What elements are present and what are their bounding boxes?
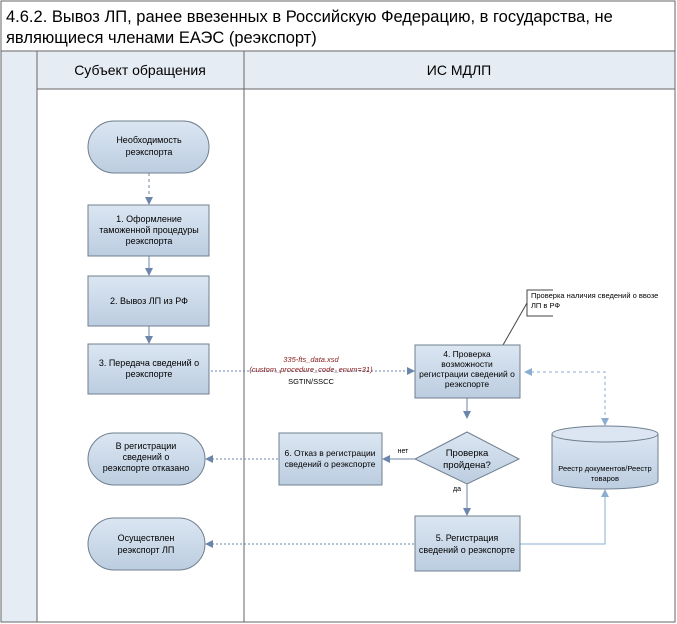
title-box — [0, 0, 676, 52]
registry-cylinder-top — [551, 425, 659, 443]
lane-title-left: Субъект обращения — [74, 62, 206, 78]
annotation-line-1: Проверка наличия сведений о ввозе — [531, 291, 658, 300]
step4-line-3: регистрации сведений о — [419, 369, 515, 379]
node-end-done: Осуществлен реэкспорт ЛП — [87, 517, 206, 571]
step1-line-1: 1. Оформление — [116, 214, 182, 224]
branch-label-no: нет — [398, 448, 410, 455]
step4-line-1: 4. Проверка — [443, 349, 491, 359]
registry-line-1: Реестр документов/Реестр — [558, 464, 651, 473]
start-line-2: реэкспорта — [126, 147, 173, 157]
step2-line-1: 2. Вывоз ЛП из РФ — [110, 296, 188, 306]
lane-header-right — [243, 50, 676, 90]
arrow-step4-registry-lookup — [524, 368, 609, 426]
annotation-check: Проверка наличия сведений о ввозе ЛП в Р… — [502, 289, 658, 346]
step2-box — [87, 275, 210, 327]
step6-box — [278, 432, 383, 486]
step3-line-2: реэкспорте — [126, 369, 173, 379]
lane-title-right: ИС МДЛП — [427, 62, 491, 78]
lane-header-left — [36, 50, 245, 90]
end-done-terminator — [87, 517, 206, 571]
step6-line-2: сведений о реэкспорте — [285, 459, 376, 469]
step5-box — [414, 515, 521, 572]
step3-box — [87, 343, 210, 395]
title-line-1: 4.6.2. Вывоз ЛП, ранее ввезенных в Росси… — [6, 8, 613, 26]
node-step3: 3. Передача сведений о реэкспорте — [87, 343, 210, 395]
node-registry-database: Реестр документов/Реестр товаров — [551, 425, 659, 490]
node-decision: Проверка пройдена? — [413, 431, 521, 485]
step5-line-1: 5. Регистрация — [436, 533, 499, 543]
title-line-2: являющиеся членами ЕАЭС (реэкспорт) — [6, 29, 317, 47]
annotation-leader-line — [502, 302, 528, 346]
step4-box — [414, 344, 521, 399]
end-done-line-1: Осуществлен — [118, 533, 175, 543]
node-step4: 4. Проверка возможности регистрации свед… — [414, 344, 521, 399]
arrow-step5-to-registry — [520, 489, 609, 545]
node-step2: 2. Вывоз ЛП из РФ — [87, 275, 210, 327]
pool-side-band — [0, 50, 38, 623]
step1-box — [87, 204, 210, 257]
end-done-line-2: реэкспорт ЛП — [118, 545, 175, 555]
node-step1: 1. Оформление таможенной процедуры реэкс… — [87, 204, 210, 257]
end-refused-terminator — [87, 432, 206, 486]
node-start: Необходимость реэкспорта — [87, 120, 210, 174]
decision-line-1: Проверка — [446, 448, 489, 459]
start-line-1: Необходимость — [116, 135, 182, 145]
end-refused-line-2: сведений о — [123, 452, 170, 462]
end-refused-line-1: В регистрации — [116, 441, 177, 451]
registry-connectors — [520, 368, 609, 545]
message-schema-label: 335-fts_data.xsd — [283, 355, 339, 364]
annotation-bracket — [526, 289, 553, 317]
message-ids-label: SGTIN/SSCC — [288, 377, 334, 386]
step6-line-1: 6. Отказ в регистрации — [285, 448, 376, 458]
annotation-line-2: ЛП в РФ — [531, 301, 560, 310]
registry-line-2: товаров — [591, 474, 619, 483]
step3-line-1: 3. Передача сведений о — [99, 358, 199, 368]
connectors — [145, 173, 471, 548]
node-end-refused: В регистрации сведений о реэкспорте отка… — [87, 432, 206, 486]
decision-diamond — [413, 431, 521, 485]
node-step5: 5. Регистрация сведений о реэкспорте — [414, 515, 521, 572]
start-terminator — [87, 120, 210, 174]
step4-line-2: возможности — [441, 359, 493, 369]
decision-line-2: пройдена? — [443, 460, 491, 471]
step1-line-3: реэкспорта — [126, 236, 173, 246]
step4-line-4: реэкспорте — [445, 379, 490, 389]
step1-line-2: таможенной процедуры — [99, 225, 199, 235]
message-param-label: (custom_procedure_code_enum=31) — [249, 365, 373, 374]
end-refused-line-3: реэкспорте отказано — [103, 463, 189, 473]
node-step6: 6. Отказ в регистрации сведений о реэксп… — [278, 432, 383, 486]
step5-line-2: сведений о реэкспорте — [419, 545, 515, 555]
branch-label-yes: да — [453, 486, 461, 493]
registry-cylinder-body — [551, 434, 659, 490]
